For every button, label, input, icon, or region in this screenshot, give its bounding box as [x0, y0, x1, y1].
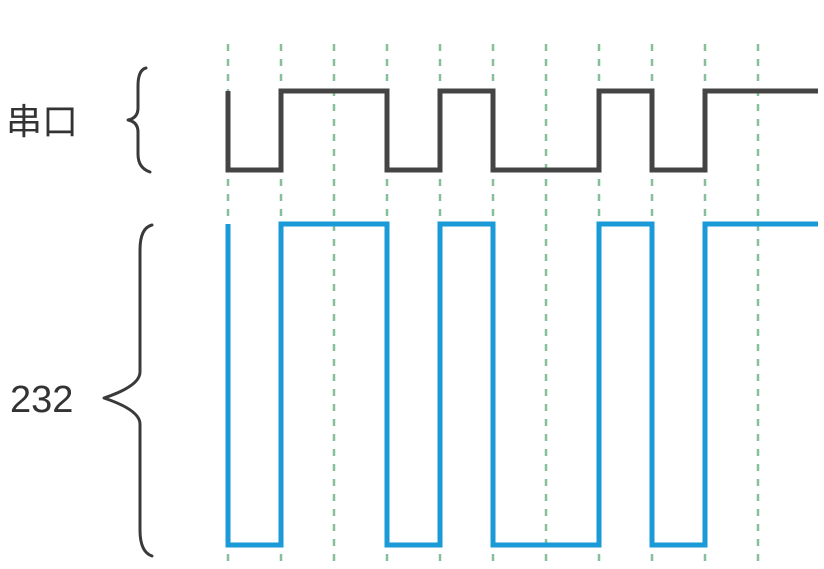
rs232-label: 232	[10, 379, 73, 421]
rs232-waveform	[225, 221, 818, 548]
rs232-brace	[102, 223, 154, 558]
serial-label: 串口	[6, 102, 78, 143]
serial-waveform	[225, 88, 818, 173]
serial-brace	[126, 66, 152, 174]
